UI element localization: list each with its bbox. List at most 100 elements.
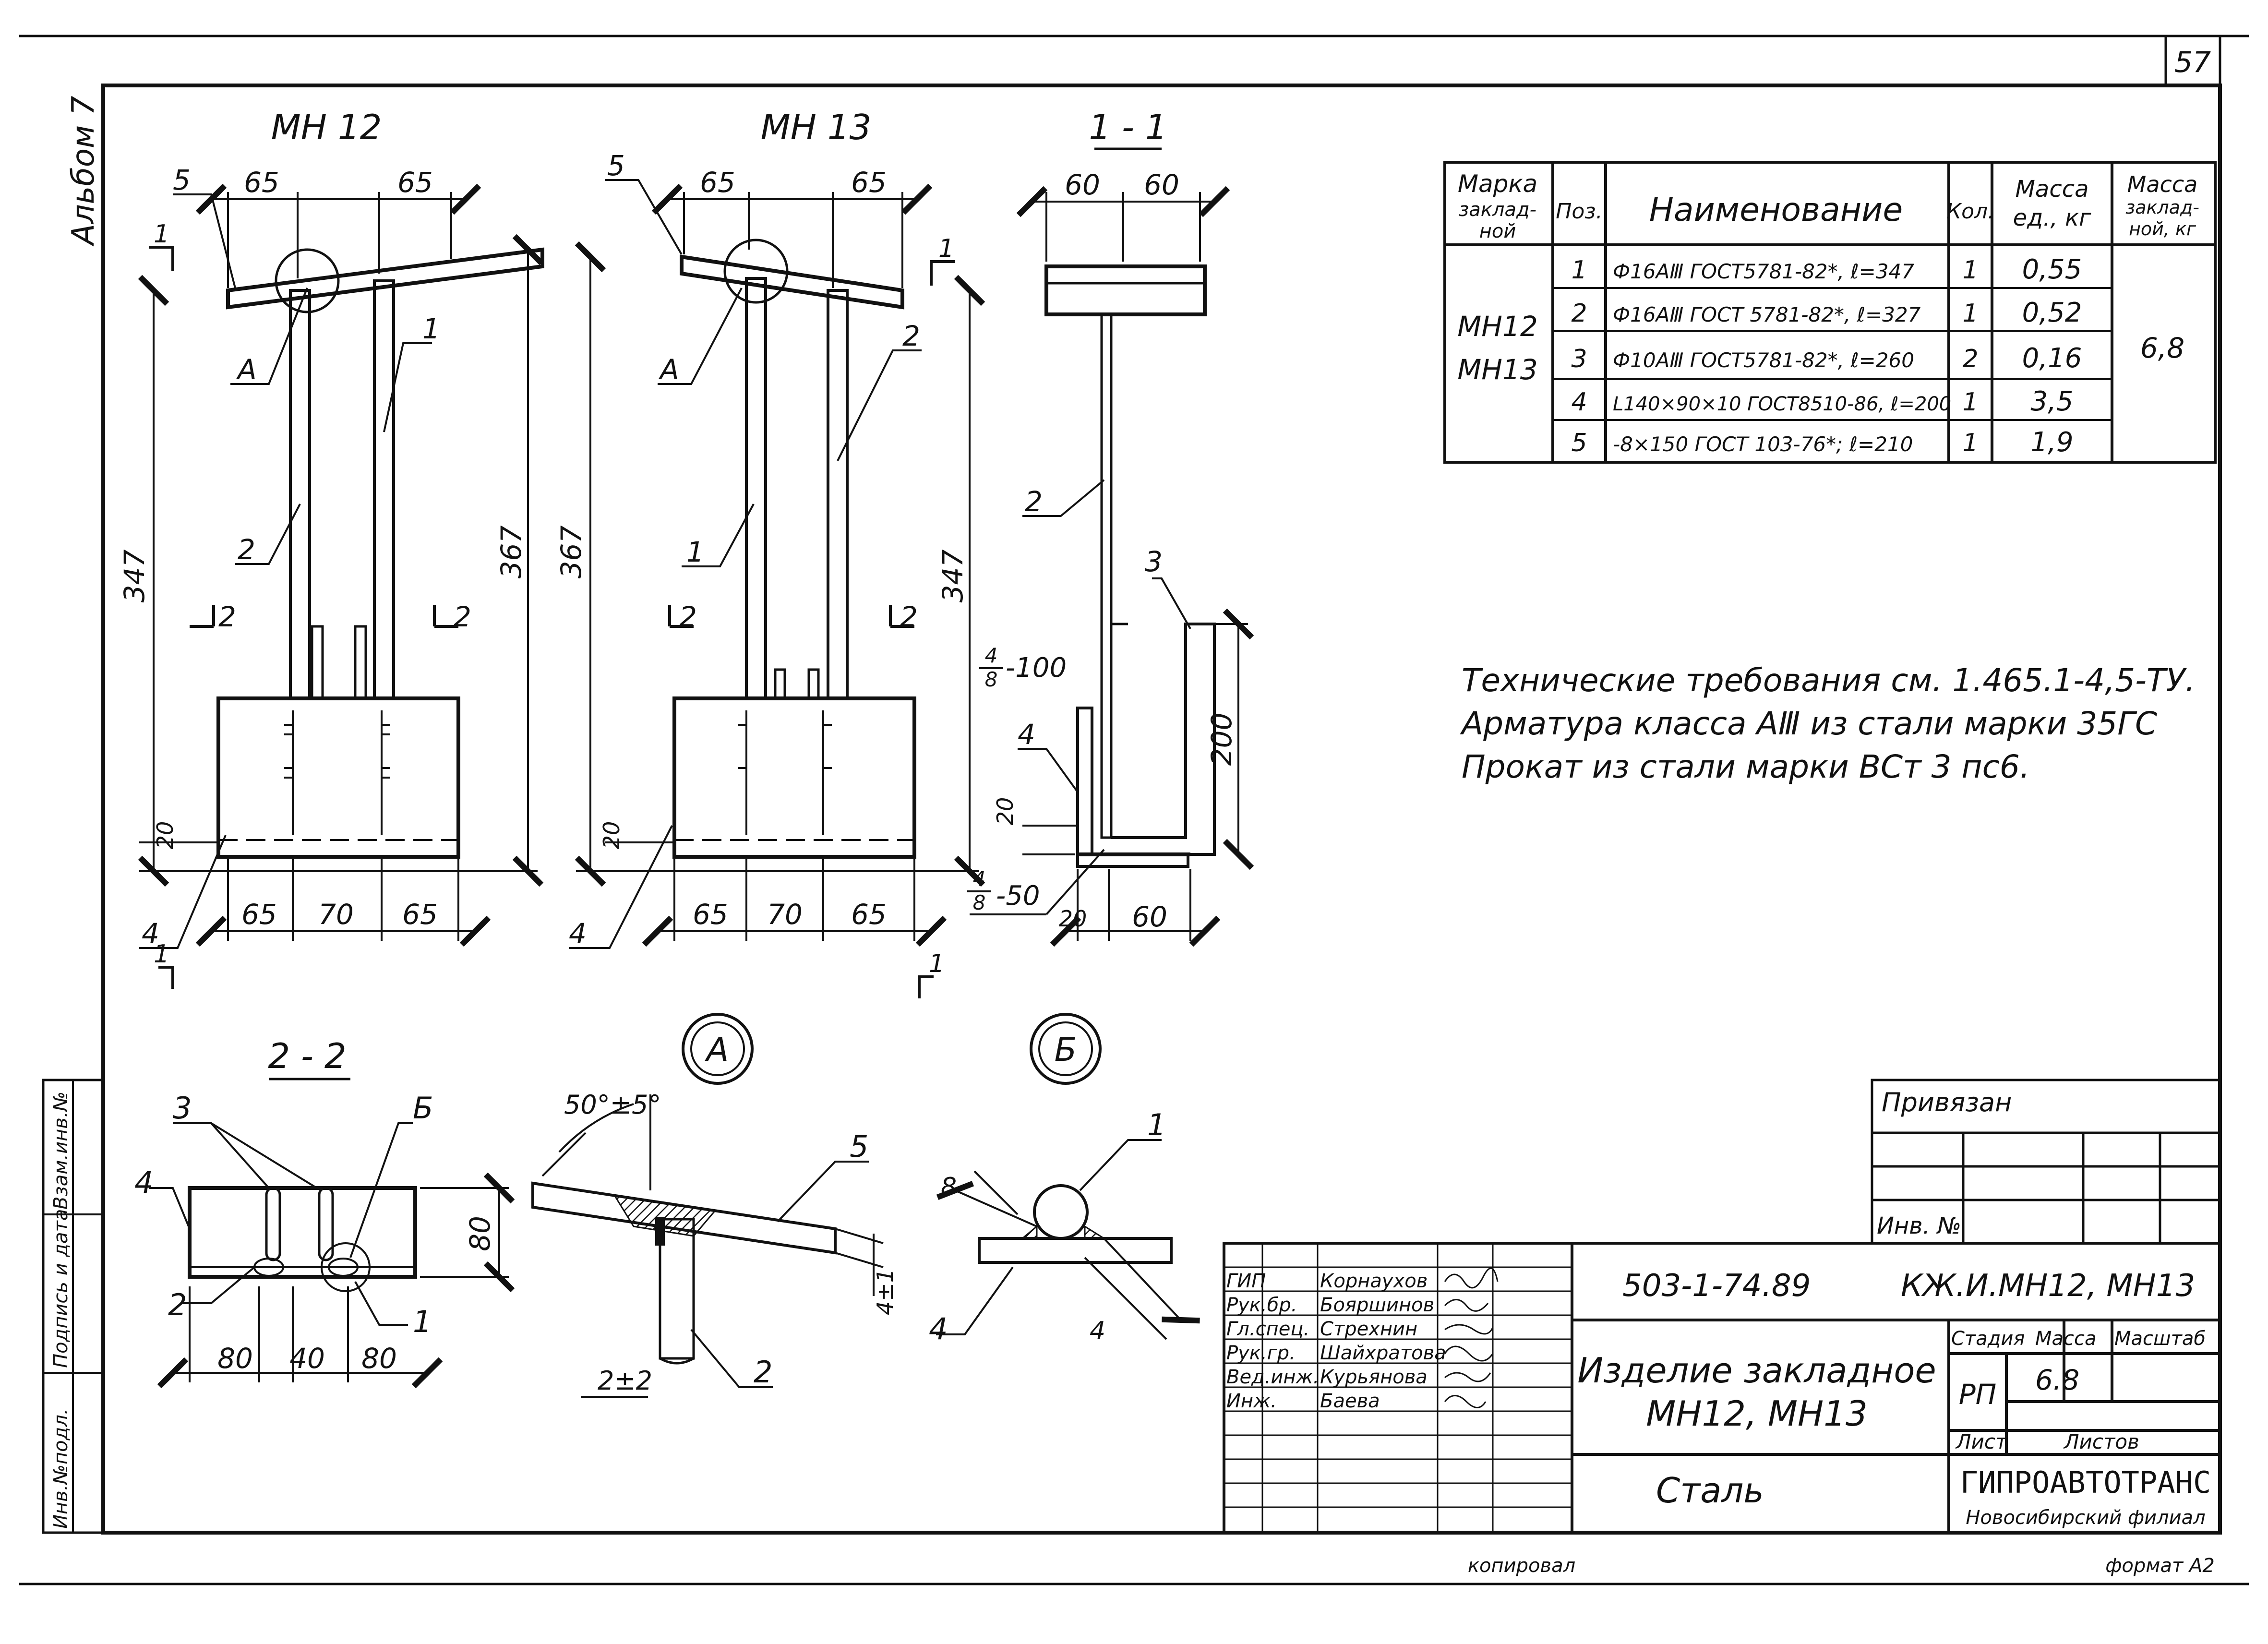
svg-text:Баева: Баева (1320, 1390, 1380, 1412)
svg-text:20: 20 (152, 821, 178, 850)
svg-text:Стадия: Стадия (1951, 1328, 2025, 1350)
album-label: Альбом 7 (66, 96, 101, 247)
svg-text:65: 65 (397, 166, 433, 199)
svg-text:60: 60 (1144, 168, 1179, 201)
svg-text:Привязан: Привязан (1882, 1087, 2012, 1117)
svg-text:50°±5°: 50°±5° (564, 1090, 661, 1120)
svg-text:А: А (658, 353, 679, 386)
svg-text:2: 2 (679, 600, 697, 633)
svg-text:2: 2 (218, 600, 236, 633)
svg-text:1: 1 (938, 234, 954, 263)
svg-text:Инв.№подл.: Инв.№подл. (50, 1408, 72, 1529)
svg-text:МН12: МН12 (1457, 310, 1537, 343)
svg-text:А: А (236, 353, 257, 386)
spec-row: 4 (1571, 388, 1587, 417)
svg-text:Наименование: Наименование (1649, 191, 1903, 229)
svg-text:80: 80 (361, 1342, 397, 1375)
spec-row: 2 (1571, 299, 1587, 328)
svg-text:копировал: копировал (1468, 1555, 1575, 1577)
svg-text:Гл.спец.: Гл.спец. (1226, 1318, 1309, 1340)
svg-text:Курьянова: Курьянова (1320, 1366, 1428, 1388)
svg-text:70: 70 (767, 898, 803, 931)
page-number: 57 (2174, 46, 2211, 79)
svg-text:200: 200 (1205, 713, 1238, 766)
svg-text:1,9: 1,9 (2030, 427, 2073, 458)
svg-text:1: 1 (413, 1304, 432, 1339)
svg-text:ед., кг: ед., кг (2013, 204, 2091, 231)
sheet-frame: 57 Альбом 7 (19, 35, 2249, 1585)
svg-text:Изделие закладное: Изделие закладное (1577, 1350, 1936, 1391)
svg-text:2: 2 (900, 600, 918, 633)
svg-text:3,5: 3,5 (2030, 386, 2073, 417)
svg-text:2: 2 (1962, 345, 1978, 373)
section-2-2: 2 - 2 80 40 80 80 3 Б 4 2 1 (134, 1036, 515, 1389)
svg-text:1: 1 (154, 220, 169, 249)
svg-text:4: 4 (929, 1311, 948, 1346)
svg-text:Шайхратова: Шайхратова (1320, 1342, 1446, 1364)
svg-text:ной: ной (1479, 220, 1516, 242)
svg-text:367: 367 (555, 526, 588, 579)
svg-text:2: 2 (168, 1287, 187, 1322)
svg-text:4: 4 (1018, 718, 1035, 751)
svg-text:ГИП: ГИП (1226, 1270, 1266, 1292)
spec-row: 3 (1571, 345, 1587, 373)
spec-row: 1 (1571, 256, 1587, 285)
svg-text:4: 4 (1090, 1317, 1105, 1345)
svg-text:1: 1 (1962, 388, 1978, 417)
svg-text:503-1-74.89: 503-1-74.89 (1622, 1268, 1811, 1304)
svg-text:-100: -100 (1006, 652, 1067, 684)
svg-text:заклад-: заклад- (2125, 197, 2199, 218)
svg-text:3: 3 (1145, 545, 1163, 578)
svg-text:2: 2 (1025, 485, 1043, 518)
svg-text:Масса: Масса (2127, 171, 2198, 197)
svg-text:Б: Б (413, 1091, 433, 1126)
svg-text:1: 1 (154, 940, 169, 969)
svg-text:0,52: 0,52 (2022, 297, 2082, 328)
svg-text:1: 1 (422, 312, 440, 345)
svg-text:347: 347 (118, 550, 151, 603)
svg-text:2: 2 (902, 320, 920, 352)
svg-text:Рук.бр.: Рук.бр. (1226, 1294, 1297, 1316)
svg-text:Корнаухов: Корнаухов (1320, 1270, 1428, 1292)
svg-text:2: 2 (238, 533, 255, 566)
svg-text:20: 20 (1059, 906, 1087, 932)
svg-text:65: 65 (402, 898, 438, 931)
svg-text:347: 347 (936, 550, 969, 603)
svg-text:-8×150 ГОСТ 103-76*; ℓ=210: -8×150 ГОСТ 103-76*; ℓ=210 (1613, 432, 1913, 456)
svg-text:80: 80 (464, 1216, 496, 1251)
svg-text:МН12, МН13: МН12, МН13 (1646, 1393, 1868, 1434)
svg-text:70: 70 (318, 898, 354, 931)
svg-text:1: 1 (1962, 299, 1978, 328)
technical-notes: Технические требования см. 1.465.1-4,5-Т… (1460, 662, 2195, 785)
svg-text:Взам.инв.№: Взам.инв.№ (50, 1092, 72, 1210)
svg-text:8: 8 (941, 1173, 957, 1201)
svg-text:Масса: Масса (2015, 176, 2088, 203)
svg-text:Арматура класса АⅢ из стали ма: Арматура класса АⅢ из стали марки 35ГС (1460, 705, 2157, 742)
svg-text:Ф16АⅢ ГОСТ5781-82*, ℓ=347: Ф16АⅢ ГОСТ5781-82*, ℓ=347 (1613, 260, 1914, 283)
svg-text:5: 5 (850, 1129, 868, 1164)
svg-text:65: 65 (244, 166, 279, 199)
privyazan-block: Привязан Инв. № (1871, 1079, 2221, 1245)
svg-text:4: 4 (569, 917, 587, 950)
svg-text:2±2: 2±2 (598, 1366, 652, 1396)
svg-text:L140×90×10 ГОСТ8510-86, ℓ=200: L140×90×10 ГОСТ8510-86, ℓ=200 (1613, 393, 1951, 415)
svg-text:Сталь: Сталь (1656, 1470, 1764, 1511)
svg-text:Рук.гр.: Рук.гр. (1226, 1342, 1296, 1364)
svg-text:Стрехнин: Стрехнин (1320, 1318, 1417, 1340)
svg-text:8: 8 (985, 668, 998, 691)
svg-text:65: 65 (693, 898, 728, 931)
svg-text:Ф16АⅢ ГОСТ 5781-82*, ℓ=327: Ф16АⅢ ГОСТ 5781-82*, ℓ=327 (1613, 303, 1921, 326)
svg-text:60: 60 (1065, 168, 1100, 201)
svg-text:6.8: 6.8 (2035, 1364, 2079, 1396)
svg-text:Марка: Марка (1458, 170, 1537, 198)
svg-text:заклад-: заклад- (1459, 199, 1536, 221)
svg-text:А: А (705, 1031, 729, 1069)
svg-text:0,16: 0,16 (2022, 343, 2082, 374)
svg-text:1: 1 (1962, 256, 1978, 285)
svg-text:Лист: Лист (1955, 1430, 2008, 1453)
svg-text:5: 5 (607, 149, 625, 182)
svg-text:Технические требования см. 1.4: Технические требования см. 1.465.1-4,5-Т… (1462, 662, 2195, 699)
svg-text:-50: -50 (996, 880, 1040, 912)
footer: копировал формат А2 (1468, 1555, 2215, 1577)
